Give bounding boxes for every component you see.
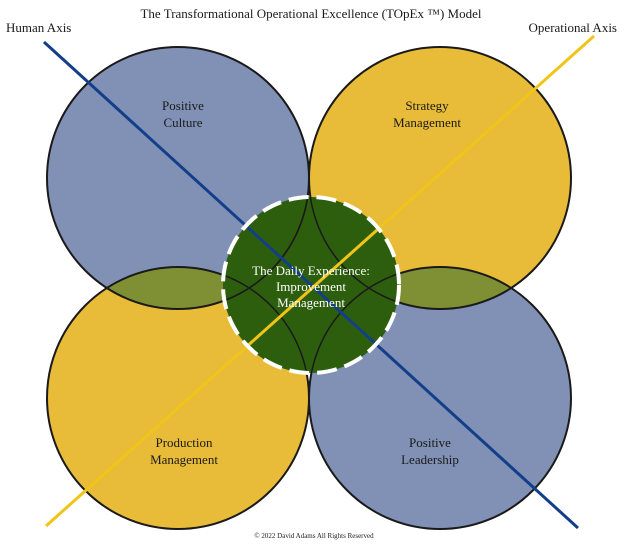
daily-experience-label-line2: Improvement [276,279,346,294]
production-management-label-line2: Management [150,452,218,467]
human-axis-line [42,40,580,530]
daily-experience-ring [221,195,401,375]
human-axis-label: Human Axis [6,20,71,35]
production-management-label-line1: Production [155,435,213,450]
strategy-management-label: Strategy Management [393,98,461,130]
positive-leadership-label-line2: Leadership [401,452,459,467]
positive-culture-label-line1: Positive [162,98,204,113]
daily-experience-label-line3: Management [277,295,345,310]
production-management-label: Production Management [150,435,218,467]
positive-leadership-label-line1: Positive [409,435,451,450]
strategy-management-outline [308,46,572,310]
operational-axis-line [45,34,595,528]
diagram-title: The Transformational Operational Excelle… [140,6,481,21]
operational-axis-label: Operational Axis [529,20,617,35]
positive-culture-label: Positive Culture [162,98,204,130]
copyright-footer: © 2022 David Adams All Rights Reserved [254,532,374,540]
positive-leadership-label: Positive Leadership [401,435,459,467]
strategy-management-label-line1: Strategy [405,98,449,113]
positive-culture-label-line2: Culture [164,115,203,130]
positive-leadership-outline [308,266,572,530]
daily-experience-label: The Daily Experience: Improvement Manage… [252,263,370,310]
daily-experience-label-line1: The Daily Experience: [252,263,370,278]
strategy-management-label-line2: Management [393,115,461,130]
